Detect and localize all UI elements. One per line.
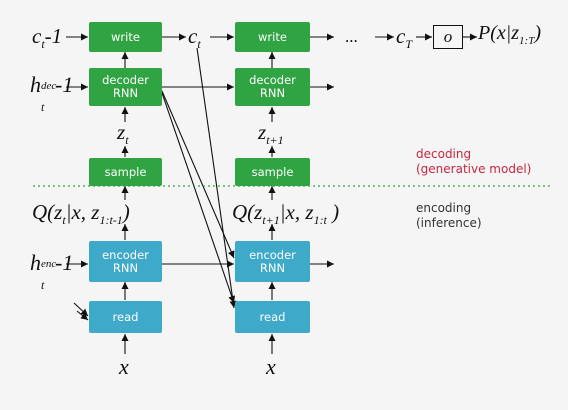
h-dec-base: h <box>30 72 41 97</box>
z-t1-sub: t+1 <box>266 133 284 148</box>
z-t1-base: z <box>258 120 267 144</box>
c-t-sub: t <box>197 37 201 52</box>
q-left-sub1: t <box>62 213 66 228</box>
decoding-label-line-2: (generative model) <box>416 162 532 176</box>
decoding-label-line-1: decoding <box>416 147 472 161</box>
encoder-rnn-block-2-label-2: RNN <box>259 260 286 275</box>
c-prev-symbol: ct-1 <box>32 24 62 52</box>
encoder-rnn-block-2-label-1: encoder <box>249 247 296 262</box>
decoding-label: decoding (generative model) <box>416 147 531 177</box>
output-suffix: ) <box>534 22 541 44</box>
encoding-label: encoding (inference) <box>416 201 482 231</box>
arrow-decoder-to-read2 <box>161 92 236 304</box>
q-posterior-right: Q(zt+1|x, z1:t ) <box>232 200 339 228</box>
decoder-rnn-block-1-label-1: decoder <box>102 73 149 87</box>
sample-block-1-label: sample <box>104 164 147 179</box>
q-left-sub2: 1:t-1 <box>99 213 123 228</box>
decoder-rnn-block-2-label-2: RNN <box>259 86 286 100</box>
read-block-1: read <box>89 301 162 333</box>
sample-block-2: sample <box>235 158 310 186</box>
q-right-mid: |x, z <box>279 200 314 224</box>
q-right-sub1: t+1 <box>262 213 280 228</box>
sample-block-1: sample <box>89 158 162 186</box>
q-right-suffix: ) <box>326 200 340 224</box>
q-left-mid: |x, z <box>65 200 100 224</box>
c-prev-base: c <box>32 24 42 48</box>
c-T-symbol: cT <box>396 24 412 52</box>
encoder-rnn-block-1-label-2: RNN <box>112 260 139 275</box>
output-op-box: o <box>433 25 463 49</box>
q-left-prefix: Q(z <box>32 200 63 224</box>
z-t1-symbol: zt+1 <box>258 120 284 148</box>
encoding-label-line-2: (inference) <box>416 216 482 230</box>
arrow-ct-to-read2 <box>196 47 237 309</box>
arrow-decoder-to-encoder2 <box>161 90 235 259</box>
h-dec-sup: dec <box>41 80 57 92</box>
encoding-label-line-1: encoding <box>416 201 472 215</box>
h-enc-base: h <box>30 250 41 275</box>
output-op-label: o <box>443 27 453 46</box>
z-t-base: z <box>117 120 126 144</box>
write-block-2: write <box>235 22 310 52</box>
output-prefix: P(x|z <box>478 22 520 44</box>
z-t-symbol: zt <box>117 120 129 148</box>
output-sub: 1:T <box>519 35 535 47</box>
c-t-symbol: ct <box>188 24 201 52</box>
decoder-rnn-block-2-label-1: decoder <box>249 73 296 87</box>
h-enc-tail: -1 <box>55 250 74 275</box>
decoder-rnn-block-2: decoder RNN <box>235 68 310 106</box>
arrow-into-read-b <box>76 310 89 321</box>
q-posterior-left: Q(zt|x, z1:t-1) <box>32 200 130 228</box>
c-T-base: c <box>396 24 406 48</box>
h-dec-sub: t <box>41 100 45 114</box>
output-distribution: P(x|z1:T) <box>478 22 541 47</box>
q-right-sub2: 1:t <box>313 213 327 228</box>
encoder-rnn-block-2: encoder RNN <box>235 241 310 282</box>
sample-block-2-label: sample <box>251 164 294 179</box>
x-input-2-label: x <box>266 354 276 379</box>
encoder-rnn-block-1: encoder RNN <box>89 241 162 282</box>
c-T-sub: T <box>405 37 413 52</box>
c-t-base: c <box>188 24 198 48</box>
encoder-rnn-block-1-label-1: encoder <box>102 247 149 262</box>
h-dec-tail: -1 <box>55 72 74 97</box>
decoder-rnn-block-1-label-2: RNN <box>112 86 139 100</box>
write-block-1-label: write <box>111 29 140 44</box>
write-block-2-label: write <box>258 29 287 44</box>
x-input-1-label: x <box>119 354 129 379</box>
ellipsis: ... <box>345 27 358 47</box>
c-prev-tail: -1 <box>44 24 63 48</box>
z-t-sub: t <box>125 133 129 148</box>
c-prev-sub: t <box>41 37 45 52</box>
read-block-2: read <box>235 301 310 333</box>
h-enc-sup: enc <box>41 258 57 270</box>
q-right-prefix: Q(z <box>232 200 263 224</box>
h-enc-sub: t <box>41 278 45 292</box>
ellipsis-text: ... <box>345 27 358 46</box>
decoder-rnn-block-1: decoder RNN <box>89 68 162 106</box>
read-block-1-label: read <box>112 309 139 324</box>
read-block-2-label: read <box>259 309 286 324</box>
q-left-suffix: ) <box>122 200 130 224</box>
write-block-1: write <box>89 22 162 52</box>
x-input-2: x <box>266 354 276 380</box>
x-input-1: x <box>119 354 129 380</box>
